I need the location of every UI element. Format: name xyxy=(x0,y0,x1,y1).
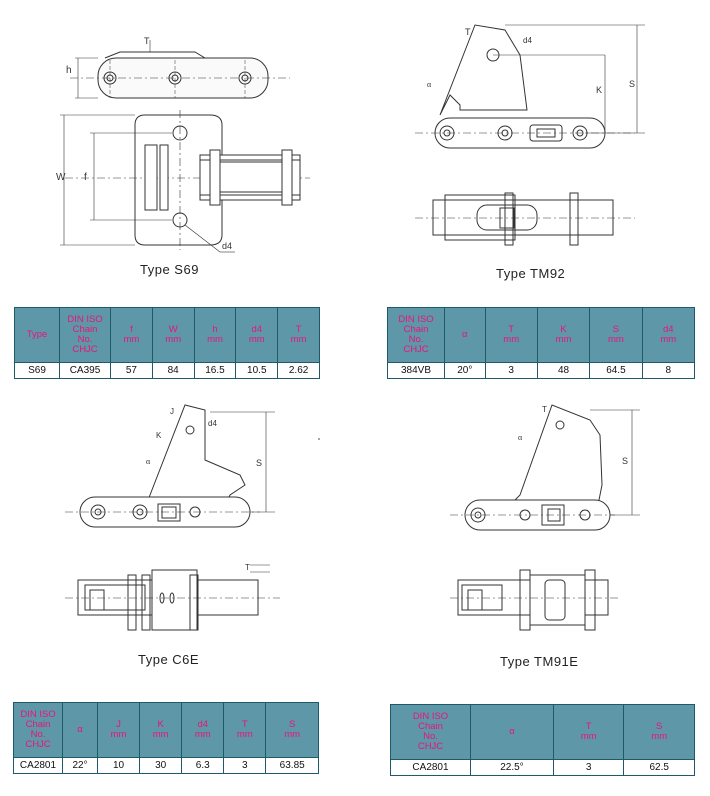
caption-tm92: Type TM92 xyxy=(496,266,566,281)
col-header-type: Type xyxy=(14,307,60,363)
dim-label-w: W xyxy=(56,172,66,183)
cell: 384VB xyxy=(387,362,445,379)
table-row: CA2801 22.5° 3 62.5 xyxy=(390,759,695,776)
cell: 63.85 xyxy=(265,757,319,774)
cell: CA395 xyxy=(59,362,111,379)
stray-dot xyxy=(318,438,320,440)
dim-label-t: T xyxy=(465,27,471,37)
cell: 6.3 xyxy=(181,757,225,774)
dim-label-f: f xyxy=(84,172,87,183)
table-row: S69 CA395 57 84 16.5 10.5 2.62 xyxy=(14,362,320,379)
drawing-c6e: S J K d4 α T xyxy=(60,400,300,645)
caption-c6e: Type C6E xyxy=(138,652,200,667)
dim-label-s: S xyxy=(629,79,635,89)
drawing-s69: h T W f d4 xyxy=(50,30,350,260)
cell: 8 xyxy=(641,362,696,379)
dim-label-t: T xyxy=(542,405,547,414)
col-header-angle: α xyxy=(470,704,554,760)
cell: 10 xyxy=(96,757,141,774)
dim-label-j: J xyxy=(170,407,174,416)
dim-label-s: S xyxy=(256,458,262,468)
dim-label-k: K xyxy=(596,85,602,95)
dim-label-angle: α xyxy=(518,433,523,442)
col-header-angle: α xyxy=(62,702,98,758)
cell: 2.62 xyxy=(277,362,320,379)
cell: 16.5 xyxy=(193,362,237,379)
cell: 20° xyxy=(444,362,486,379)
cell: 3 xyxy=(484,362,538,379)
cell: 22.5° xyxy=(470,759,554,776)
drawing-tm92: K S T d4 α xyxy=(405,15,675,255)
cell: 10.5 xyxy=(235,362,279,379)
cell: 3 xyxy=(223,757,267,774)
dim-label-h: h xyxy=(66,65,72,76)
cell: 64.5 xyxy=(589,362,643,379)
cell: 48 xyxy=(536,362,591,379)
col-header-angle: α xyxy=(444,307,486,363)
cell: 30 xyxy=(139,757,183,774)
cell: CA2801 xyxy=(390,759,471,776)
table-row: CA2801 22° 10 30 6.3 3 63.85 xyxy=(13,757,319,774)
cell: 84 xyxy=(151,362,195,379)
cell: 62.5 xyxy=(623,759,695,776)
caption-s69: Type S69 xyxy=(140,262,199,277)
dim-label-angle: α xyxy=(427,80,432,89)
caption-tm91e: Type TM91E xyxy=(500,654,579,669)
dim-label-d4: d4 xyxy=(208,419,217,428)
table-row: 384VB 20° 3 48 64.5 8 xyxy=(387,362,696,379)
cell: 22° xyxy=(62,757,98,774)
cell: 3 xyxy=(552,759,625,776)
dim-label-s: S xyxy=(622,456,628,466)
dim-label-t: T xyxy=(245,563,250,572)
cell: S69 xyxy=(14,362,60,379)
dim-label-t: T xyxy=(144,36,150,46)
drawing-tm91e: S T α xyxy=(450,400,670,645)
dim-label-k: K xyxy=(156,431,162,440)
cell: CA2801 xyxy=(13,757,63,774)
dim-label-angle: α xyxy=(146,457,151,466)
cell: 57 xyxy=(110,362,153,379)
dim-label-d4: d4 xyxy=(523,36,532,45)
dim-label-d4: d4 xyxy=(222,241,232,251)
